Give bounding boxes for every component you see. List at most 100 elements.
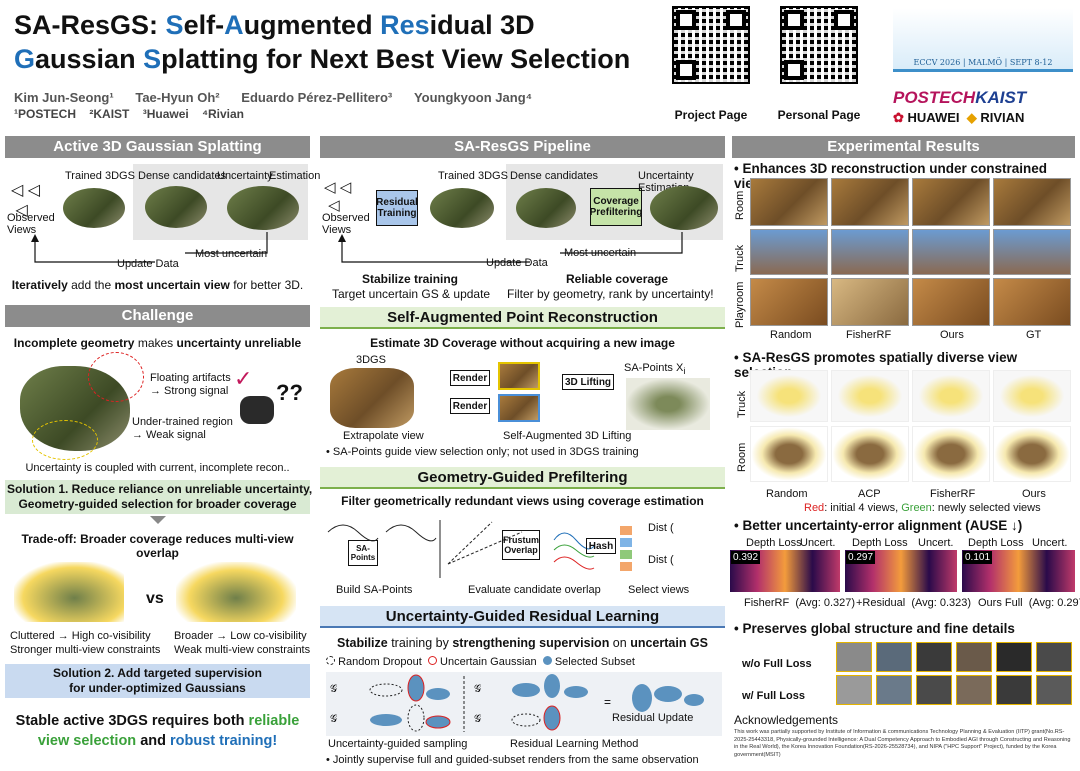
active-3dgs-diagram: Trained 3DGS Dense candidates Uncertaint…	[5, 160, 320, 270]
personal-page-label: Personal Page	[777, 108, 861, 122]
3dgs-label: 3DGS	[356, 354, 386, 366]
uncert-label: Uncertainty	[217, 170, 273, 182]
uncertainty-image	[227, 186, 299, 230]
solution1-box: Solution 1. Reduce reliance on unreliabl…	[5, 480, 312, 514]
update-data-label: Update Data	[486, 257, 548, 269]
section-header-ugrl: Uncertainty-Guided Residual Learning	[320, 606, 725, 628]
col-fisherrf: FisherRF	[846, 329, 892, 341]
3dgs-image	[330, 368, 414, 428]
section-header-pipeline: SA-ResGS Pipeline	[320, 136, 725, 158]
estimate-coverage-text: Estimate 3D Coverage without acquiring a…	[370, 336, 675, 350]
col-random: Random	[770, 329, 812, 341]
col-ours: Ours	[940, 329, 964, 341]
residual-training-box: Residual Training	[376, 190, 418, 226]
note1: • SA-Points guide view selection only; n…	[326, 446, 639, 458]
depth-loss-2: Depth Loss	[852, 537, 908, 549]
poster-title: SA-ResGS: Self-Augmented Residual 3D Gau…	[14, 10, 631, 74]
loop-arrow	[338, 232, 683, 263]
trained-3dgs-image	[430, 188, 494, 228]
svg-text:𝒢: 𝒢	[330, 684, 337, 695]
depth-loss-1: Depth Loss	[746, 537, 802, 549]
result-bullet-3: • Better uncertainty-error alignment (AU…	[734, 518, 1023, 533]
coverage-prefiltering-box: Coverage Prefiltering	[590, 188, 642, 226]
dense-candidates-image	[516, 188, 576, 228]
col2-fisherrf: FisherRF	[930, 488, 976, 500]
svg-text:𝒢: 𝒢	[330, 714, 337, 725]
under-trained-label: Under-trained region → Weak signal	[132, 416, 233, 441]
question-icon: ??	[276, 380, 303, 405]
col2-random: Random	[766, 488, 808, 500]
frustum-overlap-box: Frustum Overlap	[502, 530, 540, 560]
uncertainty-image	[650, 186, 718, 230]
active-summary: Iteratively add the most uncertain view …	[11, 278, 304, 292]
trained-label: Trained 3DGS	[438, 170, 508, 182]
legend-row: Random Dropout Uncertain Gaussian Select…	[326, 656, 635, 668]
residual-diagram: 𝒢𝒢 𝒢𝒢 =	[330, 674, 704, 732]
col2-acp: ACP	[858, 488, 881, 500]
sa-points-label: SA-Points Xi	[624, 362, 686, 377]
stabilize-statement: Stabilize training by strengthening supe…	[337, 636, 708, 650]
rlm-label: Residual Learning Method	[510, 738, 639, 750]
stabilize-sub: Target uncertain GS & update	[332, 287, 491, 301]
section-header-sapr: Self-Augmented Point Reconstruction	[320, 307, 725, 329]
build-label: Build SA-Points	[336, 584, 413, 596]
filter-text: Filter geometrically redundant views usi…	[341, 494, 704, 508]
hash-box: Hash	[586, 538, 616, 554]
loop-arrow	[31, 232, 268, 263]
section-header-challenge: Challenge	[5, 305, 310, 327]
camera-icons: ◁ ◁ ◁	[11, 182, 41, 219]
ugs-label: Uncertainty-guided sampling	[328, 738, 468, 750]
dense-label: Dense candidates	[138, 170, 227, 182]
affiliations: ¹POSTECH ²KAIST ³Huawei ⁴Rivian	[14, 107, 245, 121]
authors: Kim Jun-Seong¹ Tae-Hyun Oh² Eduardo Pére…	[14, 90, 533, 105]
broader-line2: Weak multi-view constraints	[174, 644, 311, 656]
incomplete-geometry-text: Incomplete geometry makes uncertainty un…	[13, 336, 302, 350]
extrapolate-label: Extrapolate view	[343, 430, 424, 442]
most-uncertain-label: Most uncertain	[195, 248, 268, 260]
result-bullet-4: • Preserves global structure and fine de…	[734, 621, 1015, 636]
trained-3dgs-image	[63, 188, 125, 228]
update-data-label: Update Data	[117, 258, 179, 270]
ause-caption-3: Ours Full (Avg: 0.297)	[978, 597, 1080, 609]
project-qr[interactable]: Project Page	[672, 6, 756, 122]
eval-label: Evaluate candidate overlap	[468, 584, 601, 596]
dense-label: Dense candidates	[510, 170, 599, 182]
row-truck-2: Truck	[736, 390, 748, 418]
broader-line1: Broader → Low co-visibility	[174, 630, 307, 642]
section-header-results: Experimental Results	[732, 136, 1075, 158]
ause-caption-2: +Residual (Avg: 0.323)	[856, 597, 972, 609]
solution2-box: Solution 2. Add targeted supervision for…	[5, 664, 310, 698]
observed-views-label: Observed Views	[322, 212, 370, 236]
without-full-loss-label: w/o Full Loss	[742, 658, 812, 670]
check-icon: ✓	[234, 366, 253, 391]
dist-label-2: Dist (	[648, 554, 674, 566]
huawei-icon: ✿	[893, 110, 904, 125]
render-box-2[interactable]: Render	[450, 398, 490, 414]
view-selection-grid	[750, 370, 1072, 484]
col-gt: GT	[1026, 329, 1042, 341]
ause-value-3: 0.101	[963, 551, 993, 564]
salift-label: Self-Augmented 3D Lifting	[503, 430, 632, 442]
down-arrow-icon	[150, 516, 166, 524]
reliable-sub: Filter by geometry, rank by uncertainty!	[507, 287, 714, 301]
depth-loss-3: Depth Loss	[968, 537, 1024, 549]
selection-legend: Red: initial 4 views, Green: newly selec…	[804, 502, 1041, 514]
reliable-title: Reliable coverage	[566, 272, 669, 286]
stabilize-title: Stabilize training	[362, 272, 459, 286]
render-image-2	[498, 394, 540, 422]
conference-banner: ECCV 2026 | MALMÖ | SEPT 8-12	[893, 8, 1073, 72]
lifting-box: 3D Lifting	[562, 374, 614, 390]
qr-code-icon	[672, 6, 750, 84]
floating-artifacts-label: Floating artifacts → Strong signal	[150, 372, 231, 397]
robot-icon	[240, 396, 274, 424]
note2: • Jointly supervise full and guided-subs…	[326, 754, 699, 766]
uncert-2: Uncert.	[918, 537, 954, 549]
pipeline-diagram: ◁ ◁ ◁ Observed Views Residual Training T…	[320, 160, 725, 270]
conference-text: ECCV 2026 | MALMÖ | SEPT 8-12	[913, 58, 1053, 67]
coupled-text: Uncertainty is coupled with current, inc…	[25, 462, 290, 474]
final-statement: Stable active 3DGS requires both reliabl…	[15, 713, 300, 749]
personal-qr[interactable]: Personal Page	[778, 6, 864, 122]
geometry-diagram	[327, 520, 632, 578]
ause-value-1: 0.392	[731, 551, 761, 564]
render-box-1[interactable]: Render	[450, 370, 490, 386]
